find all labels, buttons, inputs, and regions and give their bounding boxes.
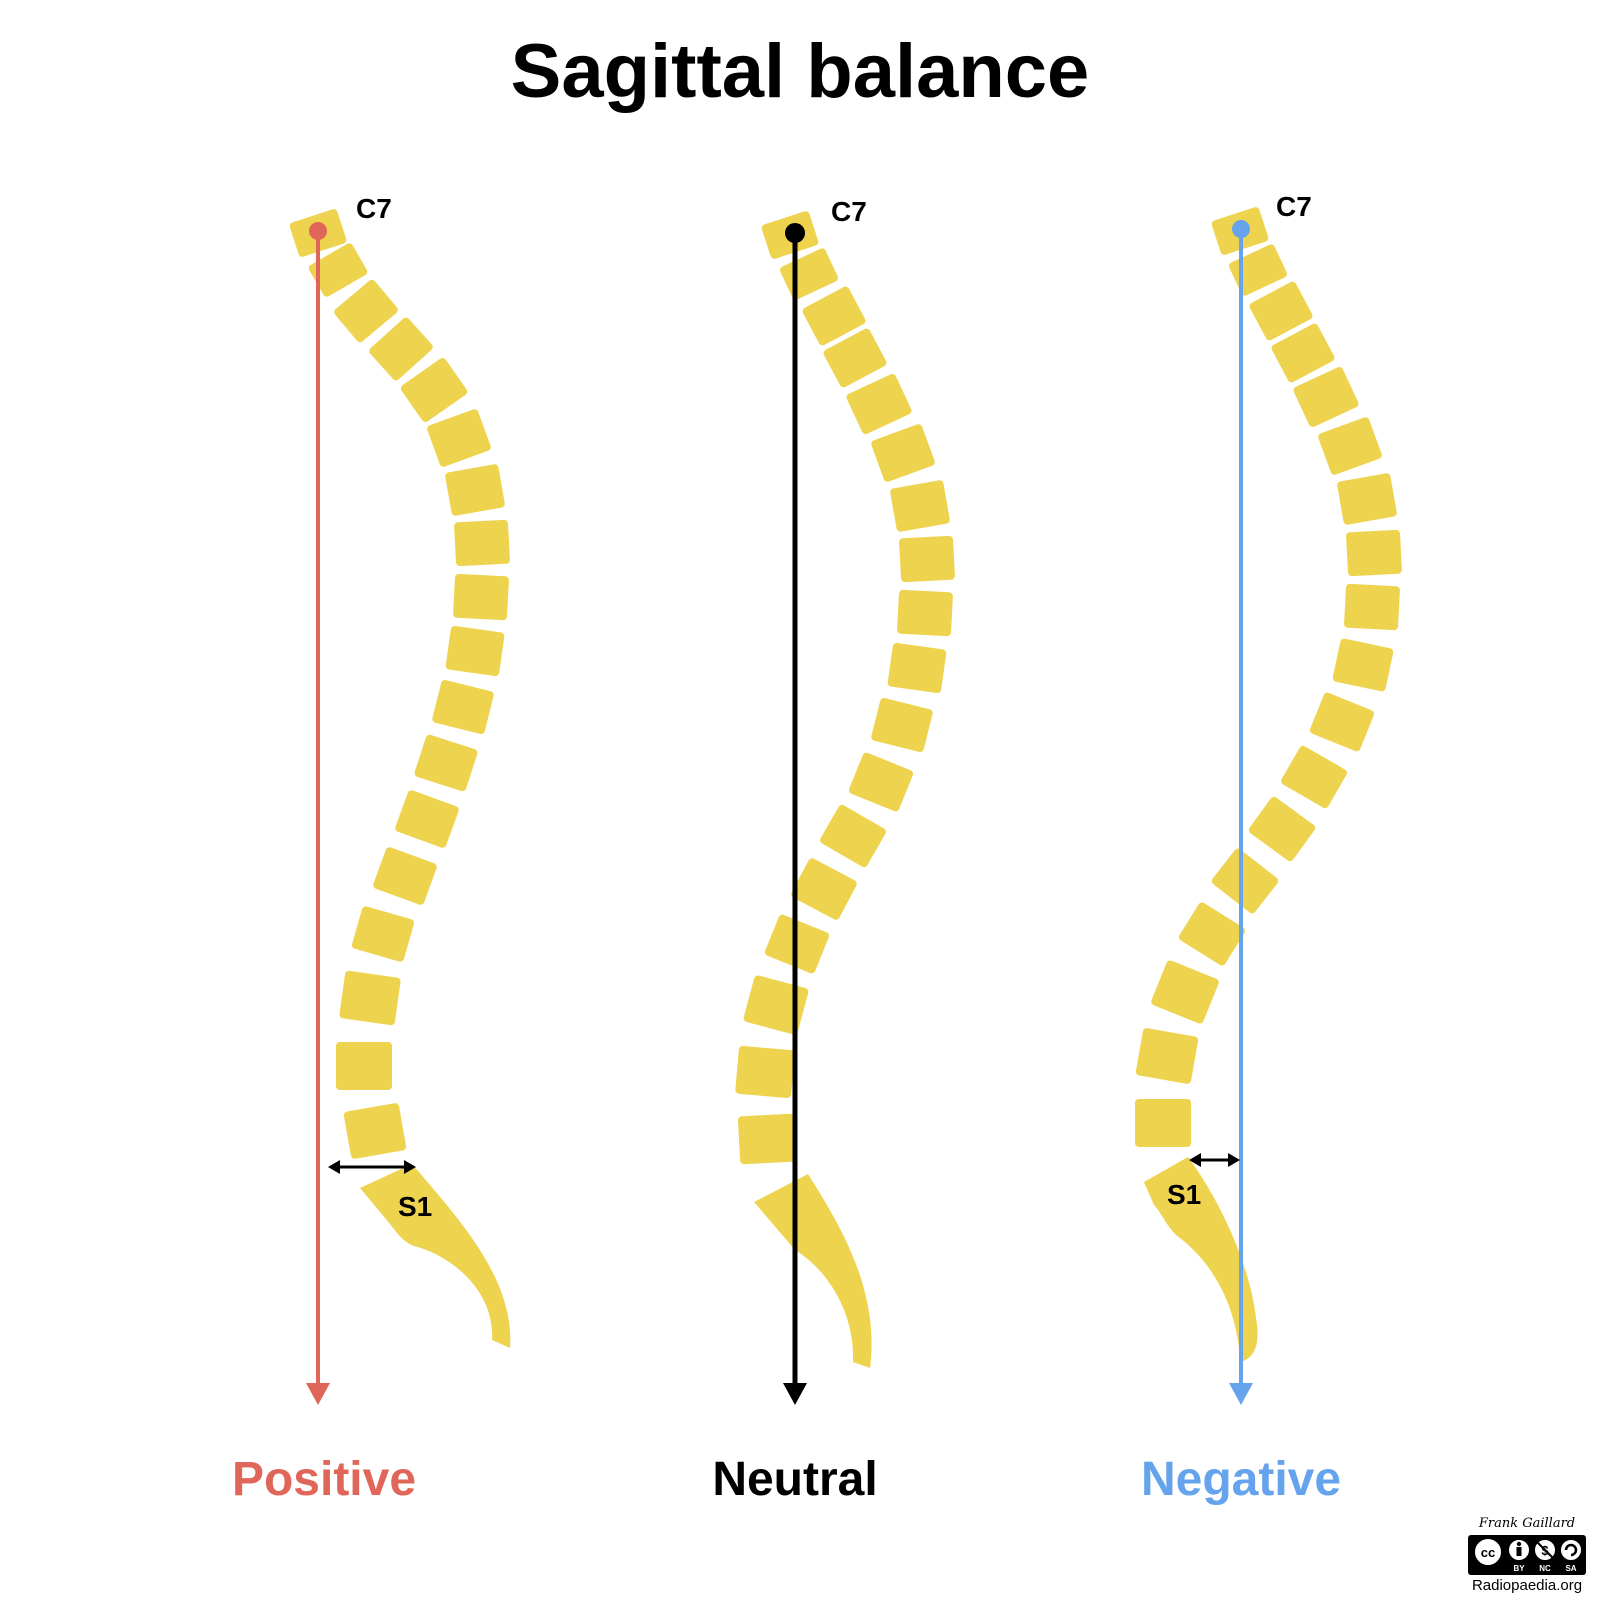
- positive-sacrum: [360, 1164, 511, 1348]
- vertebra: [791, 858, 857, 920]
- vertebra: [336, 1042, 392, 1090]
- vertebra: [1344, 583, 1400, 631]
- positive-label: Positive: [231, 1453, 417, 1506]
- vertebra: [743, 975, 809, 1035]
- positive-c7-dot: [309, 222, 327, 240]
- neutral-vertebrae: [735, 211, 955, 1165]
- vertebra: [453, 573, 509, 621]
- diagram-title: Sagittal balance: [510, 29, 1090, 114]
- vertebra: [1309, 692, 1375, 752]
- vertebra: [780, 248, 838, 300]
- vertebra: [1346, 529, 1402, 577]
- vertebra: [432, 679, 494, 735]
- vertebra: [871, 697, 933, 753]
- neutral-sacrum: [754, 1174, 872, 1368]
- author-signature: Frank Gaillard: [1478, 1516, 1576, 1531]
- negative-sacrum: [1144, 1157, 1258, 1362]
- neutral-c7-dot: [785, 223, 805, 243]
- vertebra: [334, 279, 398, 343]
- vertebra: [1318, 417, 1382, 475]
- vertebra: [735, 1045, 795, 1099]
- negative-offset-arrow: [1189, 1153, 1240, 1167]
- vertebra: [1229, 244, 1287, 296]
- vertebra: [1332, 638, 1394, 692]
- neutral-spine: C7: [735, 196, 955, 1405]
- vertebra: [823, 328, 887, 388]
- positive-arrowhead: [306, 1383, 330, 1405]
- vertebra: [373, 847, 437, 905]
- vertebra: [445, 464, 505, 516]
- svg-text:cc: cc: [1481, 1545, 1495, 1560]
- vertebra: [343, 1103, 407, 1159]
- vertebra: [1135, 1099, 1191, 1147]
- vertebra: [871, 424, 935, 482]
- vertebra: [445, 625, 505, 677]
- vertebra: [737, 1113, 797, 1165]
- vertebra: [400, 358, 468, 422]
- vertebra: [1281, 745, 1347, 809]
- vertebra: [1271, 323, 1335, 383]
- vertebra: [897, 589, 953, 637]
- vertebra: [1211, 848, 1279, 914]
- vertebra: [369, 317, 433, 381]
- vertebra: [802, 286, 866, 346]
- vertebra: [414, 734, 478, 792]
- vertebra: [1293, 366, 1359, 428]
- license-credit: Frank Gaillard cc $ BY NC SA Radiopaedia…: [1462, 1516, 1592, 1594]
- vertebra: [890, 480, 950, 532]
- negative-c7-dot: [1232, 220, 1250, 238]
- negative-vertebrae: [1135, 207, 1402, 1147]
- negative-spine: C7 S1: [1135, 191, 1402, 1405]
- cc-sa-text: SA: [1565, 1564, 1576, 1573]
- positive-spine: C7 S1: [289, 193, 511, 1405]
- negative-label: Negative: [1140, 1453, 1342, 1506]
- vertebra: [846, 373, 912, 435]
- vertebra: [1135, 1028, 1199, 1084]
- cc-nc-text: NC: [1539, 1564, 1551, 1573]
- vertebra: [1249, 281, 1313, 341]
- positive-c7-label: C7: [356, 193, 392, 224]
- neutral-arrowhead: [783, 1383, 807, 1405]
- positive-offset-arrow: [328, 1160, 416, 1174]
- vertebra: [351, 906, 415, 962]
- negative-c7-label: C7: [1276, 191, 1312, 222]
- cc-license-badge: cc $ BY NC SA: [1468, 1535, 1586, 1575]
- vertebra: [1337, 473, 1397, 525]
- negative-s1-label: S1: [1167, 1179, 1201, 1210]
- negative-arrowhead: [1229, 1383, 1253, 1405]
- vertebra: [454, 519, 510, 567]
- vertebra: [820, 804, 886, 868]
- vertebra: [339, 970, 401, 1026]
- vertebra: [308, 243, 368, 297]
- vertebra: [395, 790, 459, 848]
- vertebra: [1151, 960, 1219, 1024]
- positive-s1-label: S1: [398, 1191, 432, 1222]
- vertebra: [1178, 902, 1246, 966]
- positive-vertebrae: [289, 209, 510, 1159]
- neutral-c7-label: C7: [831, 196, 867, 227]
- cc-by-text: BY: [1513, 1564, 1525, 1573]
- neutral-label: Neutral: [712, 1453, 878, 1506]
- vertebra: [427, 409, 491, 467]
- vertebra: [899, 535, 955, 583]
- vertebra: [1248, 796, 1316, 862]
- cc-icons: cc $ BY NC SA: [1473, 1537, 1583, 1573]
- vertebra: [887, 642, 947, 694]
- vertebra: [848, 752, 914, 812]
- site-credit: Radiopaedia.org: [1471, 1577, 1583, 1594]
